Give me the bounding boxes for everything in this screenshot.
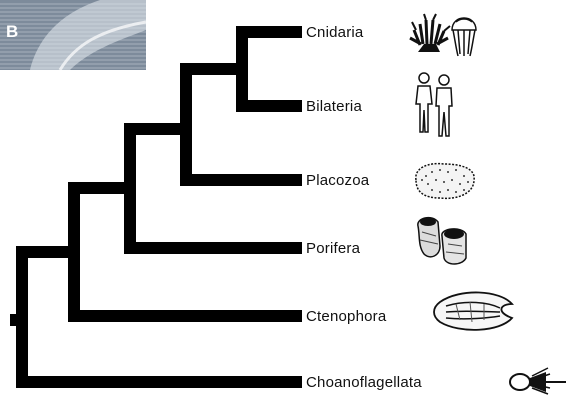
jellyfish-and-anemone-icon xyxy=(410,14,476,56)
human-pair-icon xyxy=(416,73,452,136)
jellyfish-icon xyxy=(452,18,476,56)
taxon-label-porifera: Porifera xyxy=(306,240,361,257)
anemone-icon xyxy=(410,14,450,52)
inset-photo-panel: B xyxy=(0,0,146,70)
taxon-label-bilateria: Bilateria xyxy=(306,98,362,115)
choanoflagellate-icon xyxy=(510,368,566,394)
taxon-label-placozoa: Placozoa xyxy=(306,172,370,189)
sponge-icon xyxy=(418,218,466,264)
tree-branches xyxy=(10,26,302,388)
human-figure-icon xyxy=(436,75,452,136)
taxon-label-choanoflagellata: Choanoflagellata xyxy=(306,374,422,391)
taxon-label-cnidaria: Cnidaria xyxy=(306,24,364,41)
taxon-labels: Cnidaria Bilateria Placozoa Porifera Cte… xyxy=(306,24,422,391)
placozoan-icon xyxy=(416,164,474,199)
human-figure-icon xyxy=(416,73,432,132)
comb-jelly-icon xyxy=(434,292,512,329)
taxon-label-ctenophora: Ctenophora xyxy=(306,308,387,325)
panel-letter: B xyxy=(6,22,18,41)
